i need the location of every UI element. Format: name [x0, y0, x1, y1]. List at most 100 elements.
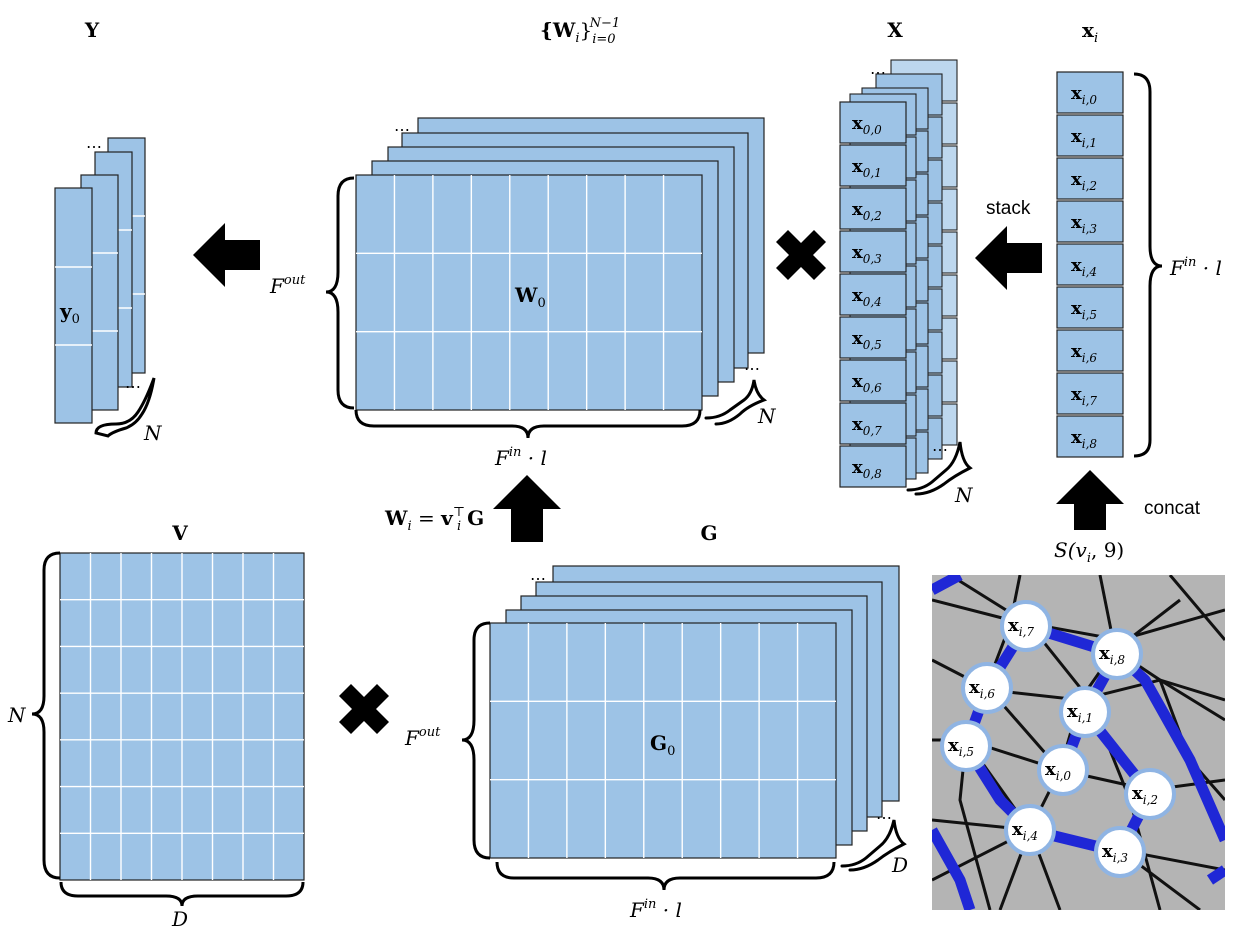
xi-cell-label: xi,0	[1071, 83, 1097, 107]
x-stack: x0,0x0,1x0,2x0,3x0,4x0,5x0,6x0,7x0,8	[839, 59, 958, 488]
label-g-Fin-l: Fin · l	[629, 897, 682, 922]
x0-cell	[839, 445, 907, 488]
brace-icon	[906, 441, 973, 496]
w-bottom-ellipsis: ⋯	[744, 359, 760, 378]
brace-icon	[495, 861, 836, 891]
mesh-node-label: xi,2	[1132, 783, 1158, 807]
xi-cell-label: xi,5	[1071, 298, 1097, 322]
mesh-node	[1000, 600, 1052, 652]
brace-icon	[59, 881, 305, 907]
brace-icon	[461, 621, 491, 860]
label-G0: G0	[650, 731, 675, 759]
label-y0: y0	[59, 299, 80, 327]
xi-cell-label: xi,6	[1071, 341, 1097, 365]
xi-cell	[1056, 415, 1124, 458]
xi-cell	[1056, 286, 1124, 329]
x0-cell	[839, 402, 907, 445]
w-stack	[355, 117, 765, 411]
brace-icon	[325, 176, 355, 410]
brace-icon	[704, 379, 768, 426]
label-x-N: N	[954, 483, 974, 507]
label-S: S(vi, 9)	[1054, 538, 1124, 566]
xi-cell	[1056, 71, 1124, 114]
label-W-set: {Wi}i=0N−1	[540, 16, 620, 47]
mesh-node	[940, 720, 992, 772]
label-G: G	[700, 521, 717, 545]
label-Y: Y	[84, 18, 100, 42]
mesh-node	[1124, 768, 1176, 820]
label-g-Fout: Fout	[404, 725, 441, 750]
x0-cell	[839, 230, 907, 273]
label-W0: W0	[514, 283, 546, 311]
label-y-N: N	[143, 421, 163, 445]
xi-column: xi,0xi,1xi,2xi,3xi,4xi,5xi,6xi,7xi,8	[1056, 71, 1124, 458]
g-stack	[489, 565, 900, 859]
x0-cell	[839, 144, 907, 187]
mesh-node	[1059, 686, 1111, 738]
mesh-node-label: xi,8	[1099, 643, 1125, 667]
xi-cell-label: xi,4	[1071, 255, 1097, 279]
v-matrix	[59, 552, 305, 881]
xi-cell-label: xi,1	[1071, 126, 1097, 150]
mesh-node	[1037, 744, 1089, 796]
x0-cell-label: x0,3	[852, 242, 882, 266]
mesh-node-label: xi,6	[969, 677, 995, 701]
label-concat: concat	[1144, 498, 1201, 519]
mesh-node	[1091, 628, 1143, 680]
x-top-ellipsis: ⋯	[870, 63, 886, 82]
multiply-icon	[339, 684, 389, 734]
label-w-Fin-l: Fin · l	[494, 445, 547, 470]
xi-cell-label: xi,3	[1071, 212, 1097, 236]
brace-icon	[1133, 72, 1163, 458]
mesh-node-label: xi,0	[1045, 759, 1071, 783]
label-x-i: xi	[1082, 18, 1098, 46]
label-w-N: N	[757, 404, 777, 428]
x0-cell-label: x0,0	[852, 113, 882, 137]
x0-cell	[839, 101, 907, 144]
x0-cell-label: x0,8	[852, 457, 882, 481]
arrow-up-icon	[493, 475, 561, 542]
arrow-up-icon	[1056, 470, 1124, 530]
label-w-Fout: Fout	[269, 273, 306, 298]
g0-matrix	[489, 622, 837, 859]
xi-cell	[1056, 329, 1124, 372]
y-stack	[54, 137, 146, 424]
x0-cell	[839, 359, 907, 402]
x0-cell-label: x0,4	[852, 285, 882, 309]
mesh-node-label: xi,5	[948, 735, 974, 759]
g-bottom-ellipsis: ⋯	[876, 808, 892, 827]
x0-cell	[839, 187, 907, 230]
xi-cell	[1056, 157, 1124, 200]
arrow-left-icon	[193, 223, 260, 287]
mesh-node	[1094, 826, 1146, 878]
label-stack: stack	[986, 198, 1031, 219]
mesh-node-label: xi,4	[1012, 819, 1038, 843]
mesh-node-label: xi,1	[1067, 701, 1093, 725]
xi-cell	[1056, 372, 1124, 415]
x0-cell	[839, 273, 907, 316]
y-top-ellipsis: ⋯	[86, 137, 102, 156]
brace-icon	[94, 377, 156, 438]
label-v-N: N	[7, 703, 27, 727]
x0-cell-label: x0,6	[852, 371, 882, 395]
label-X: X	[887, 18, 903, 42]
mesh-panel: xi,7 xi,8 xi,6 xi,1 xi,5 xi,0 xi,2 xi,4 xi,3	[932, 575, 1225, 910]
mesh-node	[1004, 804, 1056, 856]
mesh-node-label: xi,3	[1102, 841, 1128, 865]
g-top-ellipsis: ⋯	[530, 569, 546, 588]
x0-cell-label: x0,5	[852, 328, 882, 352]
label-xi-Fin-l: Fin · l	[1169, 255, 1222, 280]
mesh-node-label: xi,7	[1008, 615, 1034, 639]
x0-cell-label: x0,2	[852, 199, 882, 223]
brace-icon	[840, 819, 907, 872]
label-v-D: D	[171, 907, 188, 931]
x0-cell	[839, 316, 907, 359]
multiply-icon	[776, 230, 826, 280]
xi-cell-label: xi,8	[1071, 427, 1097, 451]
w-top-ellipsis: ⋯	[394, 120, 410, 139]
mesh-node	[961, 662, 1013, 714]
xi-cell-label: xi,2	[1071, 169, 1097, 193]
brace-icon	[354, 409, 702, 439]
xi-cell	[1056, 200, 1124, 243]
